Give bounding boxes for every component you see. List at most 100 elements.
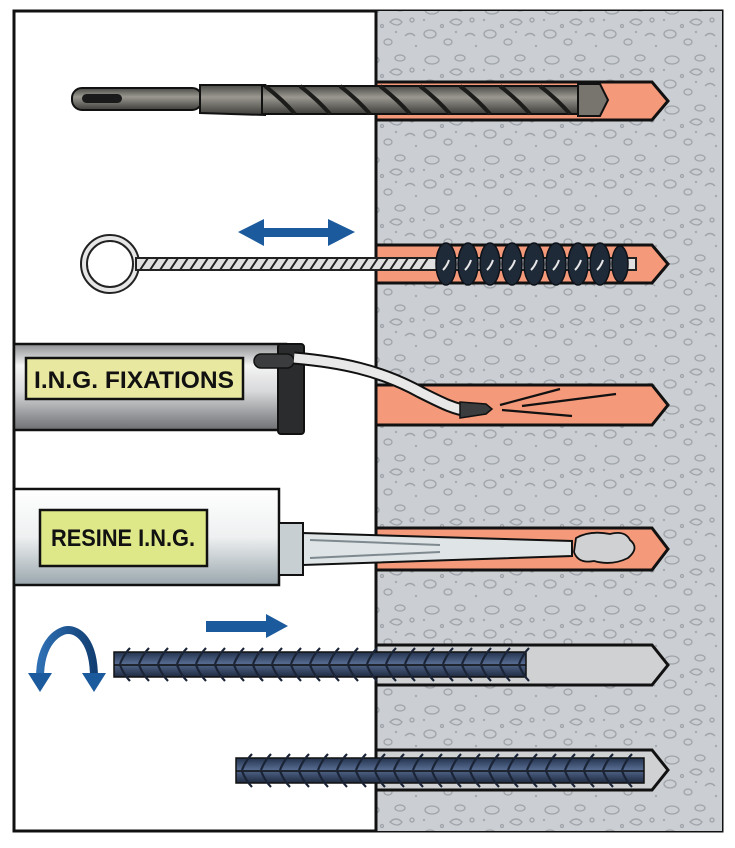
rebar-rib [422,664,435,682]
right-arrow-icon [206,614,288,638]
rebar-rib [118,664,131,682]
rebar-rib [156,664,169,682]
rebar-rib [297,770,310,788]
drill-bit-icon [71,83,610,117]
rebar-rib [213,664,226,682]
rebar-rib [270,647,283,665]
rebar-rib [384,664,397,682]
rebar-rib [373,770,386,788]
rebar-rib [240,770,253,788]
rebar-rib [194,647,207,665]
rebar-rib [487,770,500,788]
rebar-rib [327,664,340,682]
rebar-rib [620,770,633,788]
rebar-rib [251,664,264,682]
rebar-rib [213,647,226,665]
rebar-rib [308,664,321,682]
rebar-rib [441,647,454,665]
label-resine-ing-text: RESINE I.N.G. [51,525,195,552]
rebar-rib [468,753,481,771]
rebar-rib [156,647,169,665]
rebar-rib [411,753,424,771]
rebar-rib [335,770,348,788]
rebar-rib [498,647,511,665]
resin-blob [573,531,636,564]
step-insert [28,614,670,692]
rebar-rib [270,664,283,682]
rebar-rib [544,770,557,788]
step-blow: I.N.G. FIXATIONS [12,342,670,435]
rebar-rib [297,753,310,771]
rebar-rib [422,647,435,665]
rotate-icon [28,625,106,692]
label-ing-fixations: I.N.G. FIXATIONS [24,356,245,401]
rebar-rib [392,770,405,788]
rebar-rib [544,753,557,771]
step-inject: RESINE I.N.G. [12,487,670,587]
rebar-rib [137,664,150,682]
rebar-rib [335,753,348,771]
rebar-rib [563,753,576,771]
rebar-rib [479,647,492,665]
rebar-rib [620,753,633,771]
rebar-rib [175,647,188,665]
rebar-rib [316,770,329,788]
rebar-rib [240,753,253,771]
rebar-rib [365,664,378,682]
rebar-rib [327,647,340,665]
rebar-rib [259,753,272,771]
rebar-rib [118,647,131,665]
rebar-rib [308,647,321,665]
rebar-rib [449,770,462,788]
rebar-rib [259,770,272,788]
rebar-rib [251,647,264,665]
rebar-rib [354,770,367,788]
rebar-rib [468,770,481,788]
rebar-rib [316,753,329,771]
rebar-rib [582,770,595,788]
rebar-rib [430,753,443,771]
rebar-rib [194,664,207,682]
rebar-rib [175,664,188,682]
double-arrow-icon [238,219,355,246]
label-resine-ing: RESINE I.N.G. [38,508,209,568]
rebar-rib [289,647,302,665]
rebar-rib [403,647,416,665]
rebar-rib [582,753,595,771]
rebar-rib [460,647,473,665]
rebar-rib [517,664,530,682]
rebar-rib [506,770,519,788]
rebar-rib [525,753,538,771]
rebar-rib [384,647,397,665]
rebar-rib [232,664,245,682]
rebar-rib [411,770,424,788]
step-drill [71,80,670,122]
rebar-rib [373,753,386,771]
rebar-rib [517,647,530,665]
step-set [235,748,670,792]
rebar-rib [278,770,291,788]
rebar-rib [498,664,511,682]
rebar-rib [449,753,462,771]
rebar-rib [365,647,378,665]
rebar-rib [392,753,405,771]
rebar-rib [430,770,443,788]
rebar-rib [289,664,302,682]
rebar-icon [235,753,645,788]
rebar-rib [601,770,614,788]
rebar-icon [113,647,530,682]
rebar-rib [137,647,150,665]
rebar-rib [403,664,416,682]
rebar-rib [601,753,614,771]
label-ing-fixations-text: I.N.G. FIXATIONS [34,367,234,394]
rebar-rib [479,664,492,682]
rebar-rib [487,753,500,771]
rebar-rib [278,753,291,771]
rebar-rib [563,770,576,788]
rebar-rib [441,664,454,682]
rebar-rib [346,664,359,682]
rebar-rib [506,753,519,771]
rebar-rib [354,753,367,771]
cleaning-brush-icon [80,234,637,294]
